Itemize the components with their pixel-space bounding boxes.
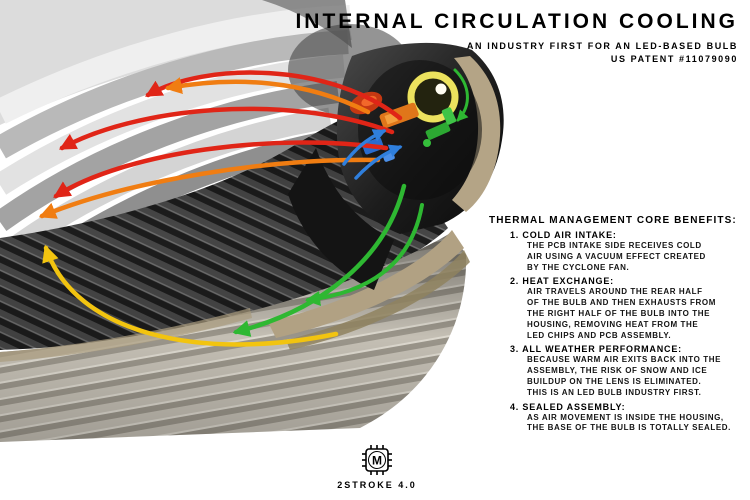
benefit-item-4: 4. SEALED ASSEMBLY: AS AIR MOVEMENT IS I…	[489, 402, 745, 435]
brand-name: 2STROKE 4.0	[337, 480, 417, 490]
logo-letter: M	[372, 454, 382, 468]
benefits-heading: THERMAL MANAGEMENT CORE BENEFITS:	[489, 215, 737, 226]
airflow-arrow-red-3	[53, 140, 389, 199]
subtitle: AN INDUSTRY FIRST FOR AN LED-BASED BULB …	[295, 40, 738, 66]
benefit-3-label: 3. ALL WEATHER PERFORMANCE:	[510, 344, 682, 355]
benefit-3-body: BECAUSE WARM AIR EXITS BACK INTO THE ASS…	[527, 355, 722, 397]
subtitle-line-2: US PATENT #11079090	[610, 54, 738, 64]
footer-brand: M 2STROKE 4.0	[327, 443, 427, 490]
airflow-arrow-blue-1	[342, 129, 387, 166]
benefit-item-1: 1. COLD AIR INTAKE: THE PCB INTAKE SIDE …	[489, 230, 745, 273]
benefit-4-label: 4. SEALED ASSEMBLY:	[510, 401, 626, 412]
page-title: INTERNAL CIRCULATION COOLING	[295, 10, 738, 33]
housing-shell	[0, 230, 470, 442]
airflow-arrow-orange-2	[38, 157, 381, 219]
benefit-1-label: 1. COLD AIR INTAKE:	[510, 230, 617, 240]
brand-logo-chip-icon: M	[362, 445, 392, 475]
benefit-2-label: 2. HEAT EXCHANGE:	[510, 276, 614, 287]
benefit-item-3: 3. ALL WEATHER PERFORMANCE: BECAUSE WARM…	[489, 344, 745, 398]
airflow-arrow-green-1	[232, 183, 407, 337]
benefit-2-body: AIR TRAVELS AROUND THE REAR HALF OF THE …	[527, 287, 716, 340]
benefits-panel: THERMAL MANAGEMENT CORE BENEFITS: 1. COL…	[489, 215, 745, 437]
heatsink-blade-fan	[0, 0, 412, 300]
airflow-arrows	[38, 68, 469, 347]
benefit-item-2: 2. HEAT EXCHANGE: AIR TRAVELS AROUND THE…	[489, 276, 745, 341]
airflow-arrow-yellow-1	[42, 244, 339, 347]
airflow-arrow-orange-1	[164, 77, 371, 115]
benefit-4-body: AS AIR MOVEMENT IS INSIDE THE HOUSING, T…	[527, 412, 732, 433]
header: INTERNAL CIRCULATION COOLING AN INDUSTRY…	[295, 10, 738, 66]
airflow-arrow-green-2	[304, 203, 424, 307]
airflow-arrow-blue-2	[354, 144, 403, 180]
airflow-arrow-red-2	[58, 106, 395, 151]
assembly-tan-cap	[452, 56, 501, 212]
airflow-arrow-green-3	[453, 68, 469, 122]
benefit-1-body: THE PCB INTAKE SIDE RECEIVES COLD AIR US…	[527, 241, 706, 272]
subtitle-line-1: AN INDUSTRY FIRST FOR AN LED-BASED BULB	[466, 41, 738, 51]
